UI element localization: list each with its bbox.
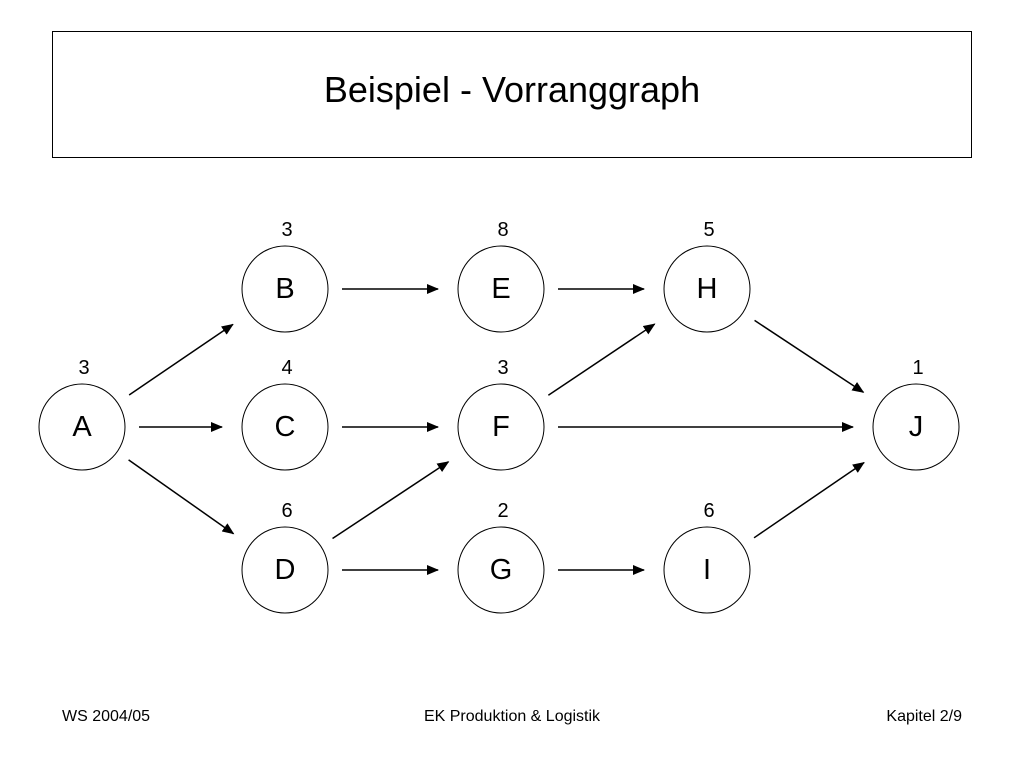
node-label: D: [275, 554, 296, 586]
node-label: F: [492, 411, 510, 443]
node-duration: 8: [497, 219, 508, 241]
edge-a-b: [128, 323, 234, 396]
node-duration: 3: [497, 357, 508, 379]
node-duration: 3: [78, 357, 89, 379]
edge-h-j: [754, 319, 865, 393]
node-j: J1: [872, 357, 960, 471]
node-i: I6: [663, 500, 751, 614]
node-label: J: [909, 411, 924, 443]
node-circle: [457, 526, 545, 614]
edge-i-j: [753, 461, 865, 539]
node-circle: [663, 245, 751, 333]
node-duration: 6: [703, 500, 714, 522]
node-duration: 6: [281, 500, 292, 522]
edges-layer: [128, 284, 865, 575]
node-label: C: [275, 411, 296, 443]
title-box: Beispiel - Vorranggraph: [52, 31, 972, 158]
node-label: G: [490, 554, 513, 586]
node-label: A: [72, 411, 92, 443]
edge-a-d: [128, 459, 235, 535]
node-label: I: [703, 554, 711, 586]
footer-chapter: Kapitel 2/9: [886, 708, 962, 725]
node-duration: 4: [281, 357, 292, 379]
node-a: A3: [38, 357, 126, 471]
slide-title: Beispiel - Vorranggraph: [323, 68, 701, 110]
node-d: D6: [241, 500, 329, 614]
node-b: B3: [241, 219, 329, 333]
node-e: E8: [457, 219, 545, 333]
node-circle: [241, 245, 329, 333]
node-circle: [872, 383, 960, 471]
node-f: F3: [457, 357, 545, 471]
node-circle: [241, 526, 329, 614]
node-duration: 3: [281, 219, 292, 241]
node-g: G2: [457, 500, 545, 614]
node-label: E: [491, 273, 510, 305]
node-h: H5: [663, 219, 751, 333]
node-circle: [241, 383, 329, 471]
edge-f-h: [547, 323, 656, 396]
node-circle: [457, 383, 545, 471]
node-label: B: [275, 273, 294, 305]
node-circle: [38, 383, 126, 471]
node-duration: 5: [703, 219, 714, 241]
footer-course: EK Produktion & Logistik: [423, 708, 601, 725]
node-duration: 2: [497, 500, 508, 522]
node-circle: [663, 526, 751, 614]
node-c: C4: [241, 357, 329, 471]
edge-d-f: [332, 461, 450, 540]
node-label: H: [697, 273, 718, 305]
footer-semester: WS 2004/05: [62, 708, 151, 725]
node-circle: [457, 245, 545, 333]
node-duration: 1: [912, 357, 923, 379]
